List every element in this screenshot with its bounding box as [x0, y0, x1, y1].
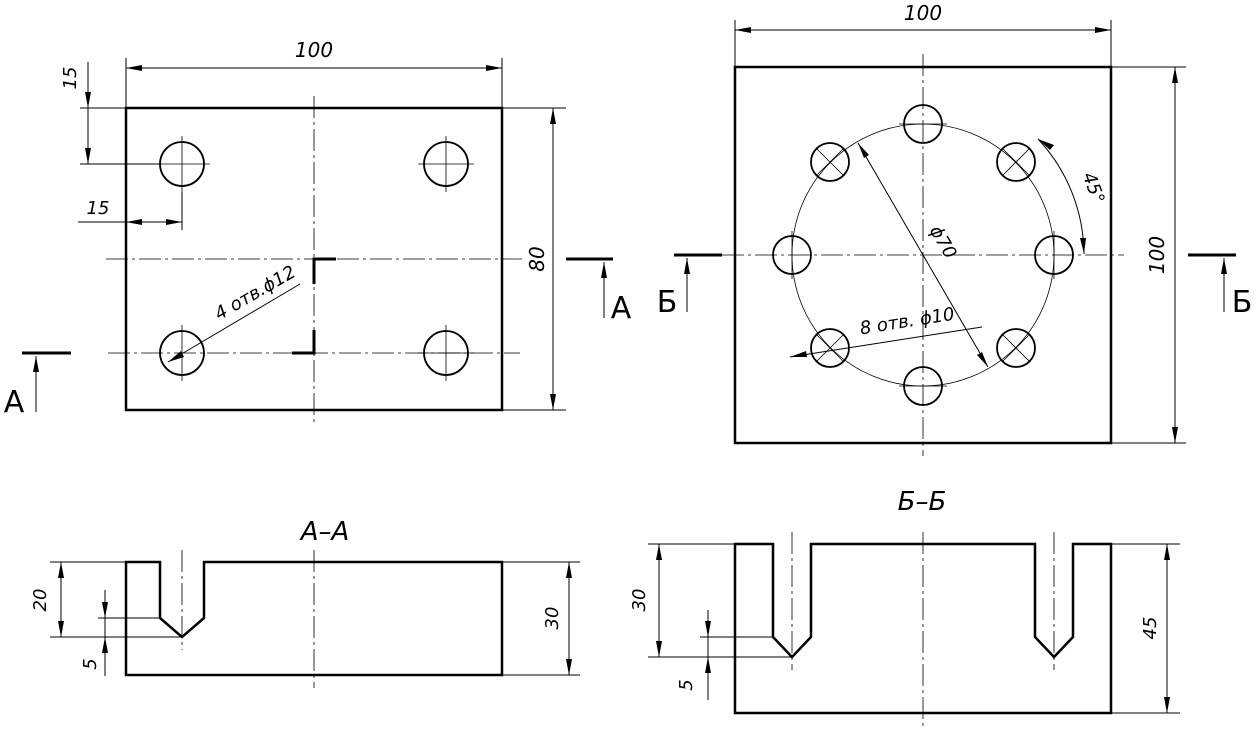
hole-callout: 4 отв.ϕ12 — [167, 262, 301, 363]
section-mark-a-right: А — [566, 257, 632, 326]
section-a-a: А–А 20 5 30 — [30, 517, 580, 688]
section-line-step — [292, 330, 316, 355]
section-letter: Б — [1232, 285, 1253, 320]
dim-label: 100 — [1145, 236, 1169, 274]
dim-label: 45 — [1140, 617, 1161, 640]
dim-height: 80 — [502, 107, 566, 411]
hole-callout: 8 отв. ϕ10 — [789, 304, 983, 358]
dim-offset-y: 15 — [60, 62, 160, 165]
hole — [899, 366, 947, 406]
dim-label: 5 — [80, 658, 101, 669]
section-title: А–А — [299, 517, 350, 547]
view-top-right: 100 100 ϕ70 8 отв. ϕ10 45 — [657, 1, 1253, 456]
hole — [772, 231, 812, 279]
section-line-step — [312, 257, 336, 284]
hole — [810, 142, 850, 182]
dim-label: 80 — [525, 246, 549, 271]
section-letter: А — [611, 291, 632, 326]
dim-tip: 5 — [676, 610, 773, 700]
view-top-left: 100 80 15 15 — [4, 38, 632, 422]
dim-label: ϕ70 — [925, 222, 961, 263]
hole — [810, 328, 850, 368]
hole — [1034, 231, 1074, 279]
dim-width: 100 — [125, 38, 503, 108]
hole — [418, 325, 474, 381]
section-mark-b-right: Б — [1188, 253, 1253, 320]
dim-label: 15 — [87, 198, 110, 219]
dim-label: 5 — [676, 679, 697, 690]
hole — [154, 136, 210, 192]
dim-label: 30 — [629, 589, 650, 612]
dim-height: 100 — [1111, 66, 1186, 444]
hole — [996, 142, 1036, 182]
dim-label: 15 — [60, 67, 81, 90]
hole-callout-text: 4 отв.ϕ12 — [211, 262, 299, 325]
dim-label: 100 — [295, 38, 333, 62]
section-letter: А — [4, 385, 25, 420]
dim-hole-depth: 20 — [30, 561, 182, 638]
hole — [899, 104, 947, 144]
hole — [996, 328, 1036, 368]
dim-label: 100 — [904, 1, 942, 25]
section-title: Б–Б — [898, 487, 947, 517]
dim-label: 30 — [542, 607, 563, 630]
dim-label: 45° — [1078, 170, 1109, 207]
dim-hole-depth: 30 — [629, 543, 792, 658]
section-b-b: Б–Б 30 5 45 — [629, 487, 1180, 728]
section-letter: Б — [657, 285, 678, 320]
section-body — [733, 542, 1113, 715]
section-mark-a-left: А — [4, 351, 71, 420]
dim-height: 30 — [502, 561, 580, 676]
dim-tip: 5 — [80, 590, 160, 676]
dim-label: 20 — [30, 589, 51, 612]
hole-callout-text: 8 отв. ϕ10 — [858, 304, 956, 340]
dim-width: 100 — [734, 1, 1112, 67]
dim-offset-x: 15 — [78, 192, 183, 230]
hole — [418, 136, 474, 192]
section-mark-b-left: Б — [657, 253, 722, 320]
dim-height: 45 — [1111, 543, 1180, 714]
